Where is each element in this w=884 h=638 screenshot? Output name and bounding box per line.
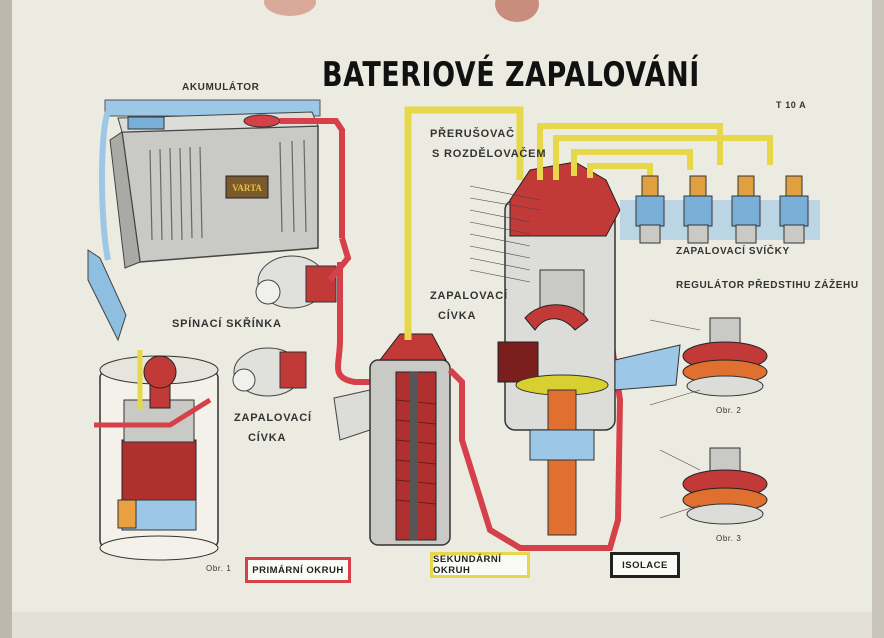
legend-secondary-label: SEKUNDÁRNÍ OKRUH — [433, 554, 502, 576]
legend-primary-label: PRIMÁRNÍ OKRUH — [252, 564, 344, 576]
label-zapalovaci-civka-line1: ZAPALOVACÍ — [234, 412, 312, 424]
book-gutter-left — [0, 0, 12, 638]
legend-primary: PRIMÁRNÍ OKRUH — [245, 557, 351, 583]
paper-bottom-shade — [12, 612, 872, 638]
label-obr3: Obr. 3 — [716, 534, 742, 543]
book-edge-right — [872, 0, 884, 638]
advance-regulator-fig2 — [682, 317, 768, 397]
label-prerusovac-line1: PŘERUŠOVAČ — [430, 128, 515, 140]
advance-regulator-fig3 — [682, 447, 768, 525]
callout-lines — [469, 185, 701, 519]
label-zapalovaci-civka-line2: CÍVKA — [248, 432, 287, 444]
label-spinaci-skrinka: SPÍNACÍ SKŘÍNKA — [172, 318, 282, 330]
ignition-coil — [333, 333, 451, 546]
finger-left — [264, 0, 316, 16]
label-obr1: Obr. 1 — [206, 564, 232, 573]
label-zapalovaci-svicky: ZAPALOVACÍ SVÍČKY — [676, 246, 790, 257]
label-zapalovaci-civka-center-line2: CÍVKA — [438, 310, 477, 322]
ground-strap — [99, 110, 111, 261]
spark-plug-4 — [779, 175, 809, 244]
plate-code: T 10 A — [776, 100, 807, 110]
finger-right — [495, 0, 539, 22]
svg-text:VARTA: VARTA — [232, 183, 262, 193]
ignition-switch-bottom — [232, 347, 307, 397]
spark-plugs — [620, 175, 820, 244]
distributor — [497, 161, 681, 536]
primary-wire-switch — [327, 237, 380, 385]
legend-secondary: SEKUNDÁRNÍ OKRUH — [430, 552, 530, 578]
diagram-title: BATERIOVÉ ZAPALOVÁNÍ — [322, 56, 700, 95]
battery-illustration: VARTA — [87, 99, 321, 342]
label-prerusovac-line2: S ROZDĚLOVAČEM — [432, 148, 547, 160]
label-obr2: Obr. 2 — [716, 406, 742, 415]
spark-plug-1 — [635, 175, 665, 244]
legend-isolation: ISOLACE — [610, 552, 680, 578]
label-regulator: REGULÁTOR PŘEDSTIHU ZÁŽEHU — [676, 280, 859, 291]
secondary-wire-coil — [404, 106, 524, 340]
spark-plug-wires — [537, 123, 773, 180]
spark-plug-2 — [683, 175, 713, 244]
label-zapalovaci-civka-center-line1: ZAPALOVACÍ — [430, 290, 508, 302]
spark-plug-3 — [731, 175, 761, 244]
coil-cutaway-fig1 — [94, 350, 219, 561]
primary-wire-battery — [280, 118, 345, 238]
legend-isolation-label: ISOLACE — [622, 559, 668, 571]
label-akumulator: AKUMULÁTOR — [182, 82, 260, 93]
ignition-switch-top — [255, 255, 337, 309]
